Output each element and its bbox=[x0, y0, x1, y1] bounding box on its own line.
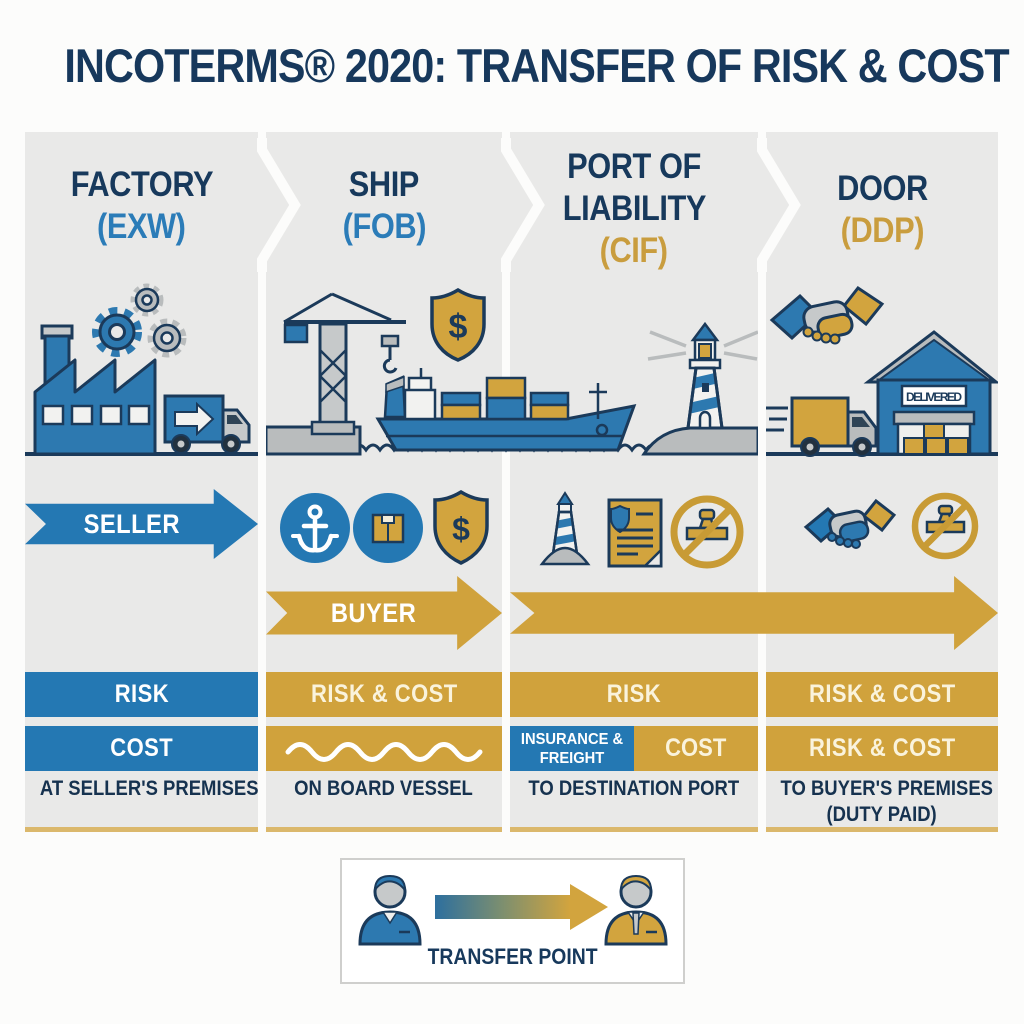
code-exw: (EXW) bbox=[97, 207, 186, 246]
lighthouse-icon bbox=[647, 321, 758, 430]
handshake-icon bbox=[803, 498, 897, 549]
bar-risk-cost-fob: RISK & COST bbox=[266, 672, 502, 717]
heading-door: DOOR bbox=[836, 169, 928, 208]
delivered-sign bbox=[900, 384, 968, 408]
delivered-warehouse-icon: DELIVERED bbox=[863, 330, 998, 456]
heading-ship: SHIP bbox=[348, 165, 420, 204]
door-scene: DELIVERED bbox=[766, 285, 998, 457]
bar-risk-cost-ddp-2: RISK & COST bbox=[766, 726, 998, 771]
legend-label: TRANSFER POINT bbox=[427, 944, 598, 969]
fob-mid-icons: $ bbox=[280, 489, 489, 565]
heading-factory: FACTORY bbox=[70, 165, 213, 204]
bar-risk-cost-ddp-1: RISK & COST bbox=[766, 672, 998, 717]
seller-arrow-label: SELLER bbox=[83, 509, 180, 539]
dollar-shield-icon: $ bbox=[433, 489, 489, 565]
delivery-truck-icon bbox=[766, 396, 878, 457]
heading-port-line2: LIABILITY bbox=[562, 189, 706, 228]
page-title: INCOTERMS® 2020: TRANSFER OF RISK & COST bbox=[0, 38, 1024, 93]
buyer-arrow-label: BUYER bbox=[331, 598, 417, 628]
svg-text:$: $ bbox=[449, 308, 468, 346]
title-left: INCOTERMS® 2020: bbox=[64, 39, 447, 92]
containers-icon bbox=[440, 376, 570, 421]
bridge-icon bbox=[403, 388, 437, 421]
headland-icon bbox=[641, 426, 758, 456]
delivered-sign-label: DELIVERED bbox=[906, 390, 962, 404]
no-stamp-icon bbox=[670, 495, 744, 569]
code-cif: (CIF) bbox=[600, 231, 668, 270]
svg-text:$: $ bbox=[452, 511, 470, 547]
insurance-document-icon bbox=[607, 498, 663, 568]
arrow-right-icon bbox=[174, 401, 215, 437]
bar-split-cif: INSURANCE & FREIGHT COST bbox=[510, 726, 758, 771]
caption-ddp: TO BUYER'S PREMISES (DUTY PAID) bbox=[780, 777, 994, 826]
legend-graphics bbox=[358, 874, 668, 946]
factory-icon bbox=[33, 324, 157, 456]
light-beams-icon bbox=[647, 330, 758, 361]
speed-lines-icon bbox=[766, 406, 788, 432]
handshake-icon bbox=[769, 285, 885, 345]
hook-icon bbox=[382, 346, 398, 374]
bar-risk-exw: RISK bbox=[25, 672, 258, 717]
boxes-icon bbox=[903, 423, 969, 455]
ddp-mid-icons bbox=[803, 492, 979, 560]
lighthouse-icon bbox=[539, 491, 591, 566]
anchor-icon bbox=[280, 493, 350, 563]
caption-fob: ON BOARD VESSEL bbox=[294, 777, 474, 800]
wavy-line-icon bbox=[285, 742, 483, 762]
bar-insurance-freight: INSURANCE & FREIGHT bbox=[510, 726, 634, 771]
heading-ddp: DOOR (DDP) bbox=[766, 168, 998, 252]
tie-icon bbox=[632, 912, 640, 935]
bar-cost-cif: COST bbox=[634, 726, 758, 771]
heading-fob: SHIP (FOB) bbox=[266, 164, 502, 248]
code-fob: (FOB) bbox=[342, 207, 426, 246]
heading-exw: FACTORY (EXW) bbox=[25, 164, 258, 248]
cif-mid-icons bbox=[539, 491, 744, 569]
caption-cif: TO DESTINATION PORT bbox=[528, 777, 740, 800]
heading-cif: PORT OF LIABILITY (CIF) bbox=[510, 146, 758, 272]
gradient-transfer-arrow-icon bbox=[435, 884, 608, 930]
bar-risk-cif: RISK bbox=[510, 672, 758, 717]
bar-wavy-fob bbox=[266, 726, 502, 771]
gears-icon bbox=[92, 283, 187, 358]
chevron-separator bbox=[501, 138, 545, 272]
cargo-truck-icon bbox=[163, 394, 251, 454]
factory-scene bbox=[25, 283, 258, 456]
heading-port-line1: PORT OF bbox=[567, 147, 701, 186]
package-icon bbox=[353, 493, 423, 563]
dollar-shield-icon: $ bbox=[430, 287, 486, 362]
cargo-ship-icon bbox=[375, 368, 637, 452]
harbor-scene: $ bbox=[266, 287, 758, 456]
caption-exw: AT SELLER'S PREMISES bbox=[39, 777, 259, 800]
title-right: TRANSFER OF RISK & COST bbox=[446, 39, 1010, 92]
chevron-separator bbox=[757, 138, 801, 272]
bar-cost-exw: COST bbox=[25, 726, 258, 771]
code-ddp: (DDP) bbox=[840, 211, 924, 250]
seller-person-icon bbox=[358, 874, 422, 946]
chevron-separator bbox=[257, 138, 301, 272]
no-stamp-icon bbox=[911, 492, 979, 560]
buyer-person-icon bbox=[604, 874, 668, 946]
harbor-crane-icon bbox=[266, 292, 406, 456]
